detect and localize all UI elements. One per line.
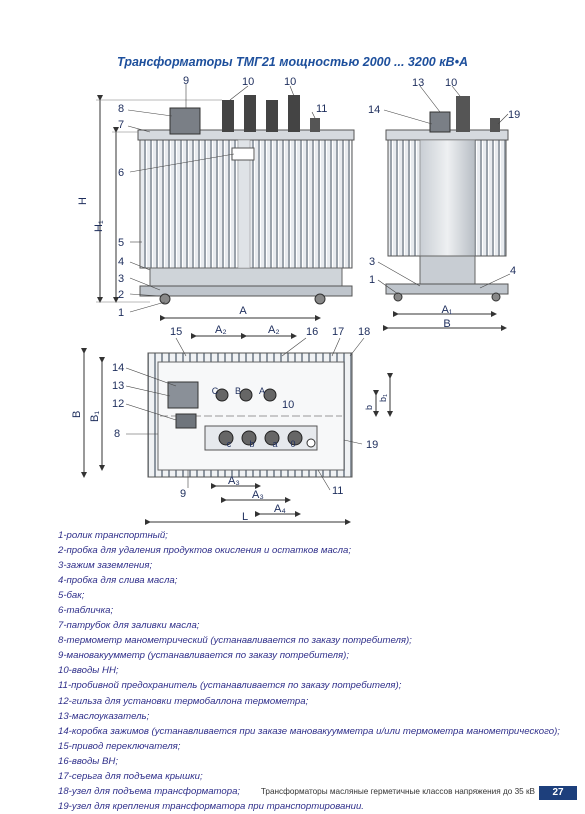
component-legend: 1-ролик транспортный; 2-пробка для удале… <box>58 528 568 814</box>
callout-11: 11 <box>332 485 343 497</box>
callout-13: 13 <box>112 380 124 392</box>
terminal-0: 0 <box>290 439 295 449</box>
callout-9: 9 <box>183 75 189 87</box>
dim-A: A <box>239 305 247 317</box>
dim-A3: A₃ <box>228 475 240 487</box>
legend-item: 3-зажим заземления; <box>58 560 153 572</box>
legend-item: 14-коробка зажимов (устанавливается при … <box>58 725 560 737</box>
dim-L: L <box>242 511 248 523</box>
dim-A1: A₁ <box>441 304 452 316</box>
dim-B: B <box>71 411 83 418</box>
legend-item: 18-узел для подъема трансформатора; <box>58 785 241 797</box>
legend-item: 6-табличка; <box>58 605 114 617</box>
callout-10: 10 <box>445 77 457 89</box>
callout-14: 14 <box>368 104 380 116</box>
dim-B: B <box>443 318 450 330</box>
legend-item: 2-пробка для удаления продуктов окислени… <box>58 545 352 557</box>
terminal-b: b <box>249 439 254 449</box>
legend-item: 10-вводы НН; <box>58 665 119 677</box>
callout-10: 10 <box>282 399 294 411</box>
footer-text: Трансформаторы масляные герметичные клас… <box>260 787 535 796</box>
front-view: H H₁ A 9 10 10 8 7 11 6 5 4 3 2 1 <box>77 75 355 321</box>
callout-11: 11 <box>316 103 327 115</box>
dim-H1: H₁ <box>93 220 105 232</box>
callout-19: 19 <box>508 109 520 121</box>
dim-b: b <box>364 405 374 410</box>
callout-3: 3 <box>118 273 124 285</box>
side-view: A₁ B 13 10 14 19 3 1 4 <box>368 77 520 331</box>
callout-1: 1 <box>369 274 375 286</box>
callout-19: 19 <box>366 439 378 451</box>
callout-14: 14 <box>112 362 124 374</box>
callout-18: 18 <box>358 326 370 338</box>
page-footer: Трансформаторы масляные герметичные клас… <box>0 786 585 800</box>
callout-6: 6 <box>118 167 124 179</box>
dim-B1: B₁ <box>89 411 101 422</box>
legend-item: 4-пробка для слива масла; <box>58 575 178 587</box>
callout-17: 17 <box>332 326 344 338</box>
terminal-B: B <box>235 386 241 396</box>
callout-3: 3 <box>369 256 375 268</box>
page-title: Трансформаторы ТМГ21 мощностью 2000 ... … <box>117 55 468 69</box>
dim-A2: A₂ <box>215 324 227 336</box>
terminal-A: A <box>259 386 265 396</box>
legend-item: 12-гильза для установки термобаллона тер… <box>58 695 309 707</box>
legend-item: 7-патрубок для заливки масла; <box>58 620 200 632</box>
callout-7: 7 <box>118 119 124 131</box>
dim-H: H <box>77 197 89 205</box>
page-number: 27 <box>539 786 577 800</box>
callout-8: 8 <box>114 428 120 440</box>
callout-13: 13 <box>412 77 424 89</box>
callout-16: 16 <box>306 326 318 338</box>
legend-item: 1-ролик транспортный; <box>58 530 168 541</box>
top-view: c b a 0 C B A A₂ A₂ B B₁ b b₁ A₃ A₃ A₄ L <box>71 324 393 525</box>
dim-b1: b₁ <box>378 394 388 402</box>
callout-1: 1 <box>118 307 124 319</box>
legend-item: 9-мановакуумметр (устанавливается по зак… <box>58 650 350 662</box>
callout-2: 2 <box>118 289 124 301</box>
terminal-C: C <box>212 386 219 396</box>
callout-8: 8 <box>118 103 124 115</box>
dim-A3: A₃ <box>252 489 264 501</box>
callout-9: 9 <box>180 488 186 500</box>
terminal-c: c <box>227 439 232 449</box>
legend-item: 16-вводы ВН; <box>58 755 119 767</box>
legend-item: 17-серьга для подъема крышки; <box>58 770 203 782</box>
terminal-a: a <box>272 439 277 449</box>
callout-4: 4 <box>118 256 124 268</box>
callout-10: 10 <box>284 76 296 88</box>
legend-item: 15-привод переключателя; <box>58 740 181 752</box>
callout-12: 12 <box>112 398 124 410</box>
callout-10: 10 <box>242 76 254 88</box>
legend-item: 19-узел для крепления трансформатора при… <box>58 800 364 812</box>
callout-15: 15 <box>170 326 182 338</box>
dim-A4: A₄ <box>274 503 286 515</box>
callout-4: 4 <box>510 265 516 277</box>
callout-5: 5 <box>118 237 124 249</box>
legend-item: 8-термометр манометрический (устанавлива… <box>58 635 412 647</box>
transformer-drawing: H H₁ A 9 10 10 8 7 11 6 5 4 3 2 1 <box>71 75 520 525</box>
legend-item: 13-маслоуказатель; <box>58 710 150 722</box>
dim-A2: A₂ <box>268 324 280 336</box>
legend-item: 5-бак; <box>58 590 85 602</box>
legend-item: 11-пробивной предохранитель (устанавлива… <box>58 680 402 692</box>
